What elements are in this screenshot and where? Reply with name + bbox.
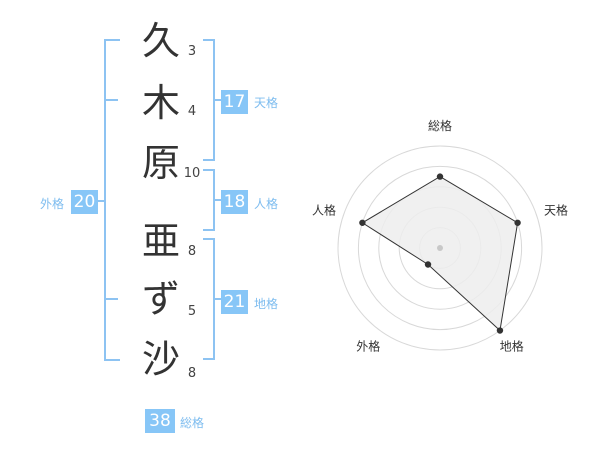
- radar-series-area: [361, 176, 519, 332]
- outer-bracket-divider-2: [104, 298, 118, 300]
- tenkaku-bracket-tick: [213, 99, 221, 101]
- radar-point-人格: [359, 219, 366, 226]
- name-char-5: ず: [141, 277, 180, 321]
- radar-axis-label: 総格: [428, 118, 452, 133]
- name-char-2: 木: [141, 81, 180, 125]
- gaikaku-label: 外格: [40, 197, 65, 211]
- chikaku-badge: 21: [221, 290, 248, 314]
- stroke-count-3: 10: [183, 166, 201, 181]
- radar-point-総格: [436, 173, 444, 180]
- radar-axis-label: 地格: [500, 339, 524, 354]
- stroke-count-4: 8: [187, 244, 197, 259]
- jinkaku-label: 人格: [254, 197, 279, 211]
- gaikaku-badge: 20: [71, 190, 98, 214]
- name-char-4: 亜: [141, 219, 180, 263]
- name-char-1: 久: [141, 19, 180, 63]
- tenkaku-badge: 17: [221, 90, 248, 114]
- jinkaku-bracket-tick: [213, 199, 221, 201]
- chikaku-label: 地格: [254, 297, 279, 311]
- name-char-6: 沙: [141, 337, 180, 381]
- outer-bracket-divider-1: [104, 99, 118, 101]
- stroke-count-2: 4: [187, 104, 197, 119]
- jinkaku-badge: 18: [221, 190, 248, 214]
- stroke-count-5: 5: [187, 304, 197, 319]
- radar-ring-5: [337, 145, 543, 351]
- stroke-count-1: 3: [187, 44, 197, 59]
- radar-center-dot: [437, 245, 443, 251]
- name-char-3: 原: [141, 141, 180, 185]
- radar-axis-label: 外格: [356, 339, 380, 354]
- radar-point-地格: [496, 327, 504, 334]
- radar-point-天格: [514, 219, 521, 226]
- outer-bracket-tick: [98, 200, 106, 202]
- radar-axis-label: 人格: [312, 202, 336, 217]
- soukaku-badge: 38: [145, 409, 175, 433]
- soukaku-label: 総格: [180, 416, 205, 430]
- radar-ring-4: [357, 165, 523, 331]
- chikaku-bracket-tick: [213, 298, 221, 300]
- radar-axis-label: 天格: [544, 202, 568, 217]
- radar-point-外格: [424, 261, 432, 268]
- stroke-count-6: 8: [187, 366, 197, 381]
- tenkaku-label: 天格: [254, 96, 279, 110]
